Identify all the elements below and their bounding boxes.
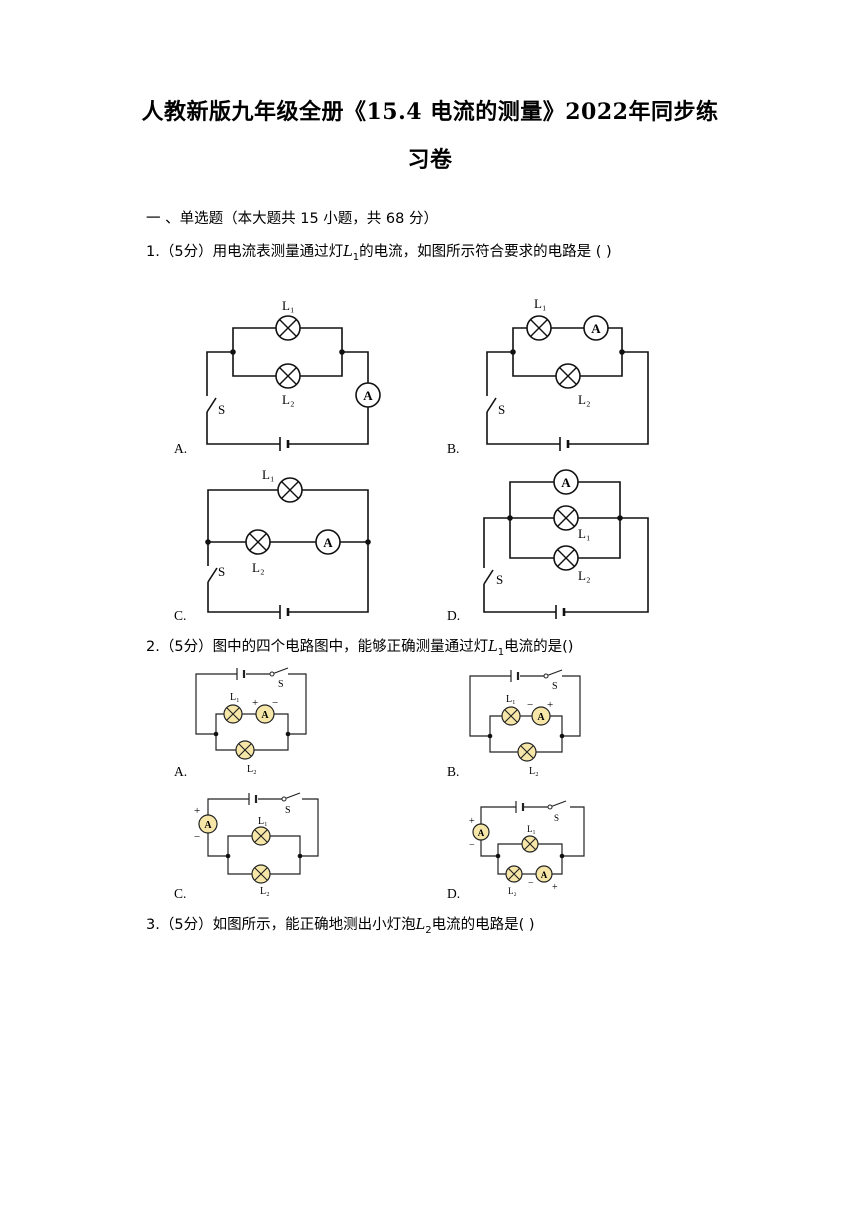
page-title-line1: 人教新版九年级全册《15.4 电流的测量》2022年同步练: [141, 99, 719, 125]
switch-label: S: [218, 564, 225, 579]
variable: L: [343, 244, 353, 260]
question-stem-end: 的电流，如图所示符合要求的电路是 ( ): [359, 244, 612, 260]
question-number: 2.: [146, 639, 160, 655]
minus-sign: −: [527, 699, 533, 711]
subscript: 1: [497, 646, 505, 658]
lamp-l1-label: L₁: [230, 692, 240, 703]
switch-label: S: [554, 813, 559, 823]
subscript: 2: [425, 924, 432, 936]
lamp-l2-label: L₂: [508, 886, 517, 896]
question-stem: 用电流表测量通过灯: [212, 244, 344, 260]
subscript: 1: [352, 251, 360, 263]
switch-label: S: [278, 679, 284, 690]
switch-label: S: [552, 681, 558, 692]
lamp-l1-label: L₁: [506, 694, 516, 705]
question-2: 2.（5分）图中的四个电路图中，能够正确测量通过灯L1电流的是(): [146, 635, 573, 658]
lamp-l2-label: L₂: [578, 568, 590, 583]
lamp-l1-label: L₁: [534, 296, 546, 311]
lamp-l1-label: L₁: [578, 526, 590, 541]
q1-circuit-d: A L₁ L₂ S: [483, 469, 649, 619]
q1-option-b[interactable]: B.: [447, 441, 460, 456]
switch-label: S: [496, 572, 503, 587]
q2-circuit-d: A A + − − + L₁ L₂ S: [469, 800, 585, 896]
question-3: 3.（5分）如图所示，能正确地测出小灯泡L2电流的电路是( ): [146, 913, 535, 936]
question-1: 1.（5分）用电流表测量通过灯L1的电流，如图所示符合要求的电路是 ( ): [146, 240, 612, 263]
minus-sign: −: [194, 831, 200, 843]
ammeter-symbol: A: [541, 870, 548, 880]
question-stem: 图中的四个电路图中，能够正确测量通过灯: [212, 639, 489, 655]
q1-option-a[interactable]: A.: [174, 441, 188, 456]
q1-option-c[interactable]: C.: [174, 608, 187, 623]
minus-sign: −: [272, 697, 278, 709]
q1-circuit-a: A L₁ L₂ S: [206, 298, 381, 451]
q2-option-a[interactable]: A.: [174, 764, 188, 779]
question-points: （5分）: [159, 917, 213, 933]
variable: L: [415, 917, 426, 933]
page-title-line2: 习卷: [407, 147, 453, 173]
ammeter-symbol: A: [591, 321, 601, 336]
q2-circuit-a: A + − L₁ L₂ S: [195, 667, 307, 775]
ammeter-symbol: A: [204, 820, 212, 831]
plus-sign: +: [547, 699, 553, 711]
minus-sign: −: [469, 840, 475, 851]
lamp-l2-label: L₂: [252, 560, 264, 575]
lamp-l2-label: L₂: [260, 886, 270, 897]
switch-label: S: [218, 402, 225, 417]
plus-sign: +: [469, 816, 475, 827]
lamp-l1-label: L₁: [282, 298, 294, 313]
question-points: （5分）: [159, 244, 213, 260]
q2-circuit-b: A − + L₁ L₂ S: [469, 669, 581, 777]
lamp-l2-label: L₂: [529, 766, 539, 777]
plus-sign: +: [252, 697, 258, 709]
lamp-l1-label: L₁: [527, 824, 536, 834]
ammeter-symbol: A: [323, 535, 333, 550]
question-points: （5分）: [159, 639, 213, 655]
q1-circuit-b: A L₁ L₂ S: [486, 296, 649, 451]
ammeter-symbol: A: [363, 388, 373, 403]
question-stem: 如图所示，能正确地测出小灯泡: [212, 917, 416, 933]
question-stem-end: 电流的电路是( ): [431, 917, 535, 933]
plus-sign: +: [552, 882, 558, 893]
variable: L: [488, 639, 498, 655]
section-heading: 一 、单选题（本大题共 15 小题，共 68 分）: [146, 211, 438, 227]
question-number: 1.: [146, 244, 160, 260]
ammeter-symbol: A: [478, 828, 485, 838]
ammeter-symbol: A: [537, 712, 545, 723]
question-number: 3.: [146, 917, 160, 933]
q1-option-d[interactable]: D.: [447, 608, 461, 623]
switch-label: S: [285, 805, 291, 816]
lamp-l2-label: L₂: [282, 392, 294, 407]
q2-option-b[interactable]: B.: [447, 764, 460, 779]
plus-sign: +: [194, 805, 200, 817]
lamp-l2-label: L₂: [578, 392, 590, 407]
question-stem-end: 电流的是(): [504, 639, 574, 655]
lamp-l1-label: L₁: [258, 816, 268, 827]
q2-option-d[interactable]: D.: [447, 886, 461, 901]
q2-option-c[interactable]: C.: [174, 886, 187, 901]
q2-circuit-c: A + − L₁ L₂ S: [194, 792, 319, 897]
lamp-l1-label: L₁: [262, 467, 274, 482]
ammeter-symbol: A: [561, 475, 571, 490]
switch-label: S: [498, 402, 505, 417]
q1-circuit-c: A L₁ L₂ S: [205, 467, 371, 619]
ammeter-symbol: A: [261, 710, 269, 721]
lamp-l2-label: L₂: [247, 764, 257, 775]
minus-sign: −: [528, 878, 534, 889]
